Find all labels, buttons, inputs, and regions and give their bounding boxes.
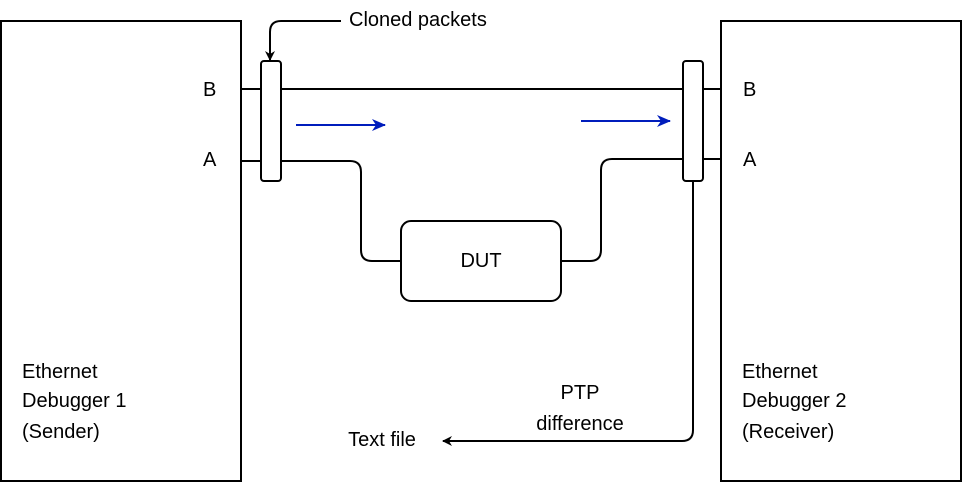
receiver-label-line: Debugger 2 <box>742 390 847 412</box>
link-dut-to-receiver <box>561 158 721 262</box>
sender-box: Ethernet Debugger 1 (Sender) B A <box>0 20 242 482</box>
sender-tap <box>260 60 282 182</box>
sender-port-b: B <box>203 79 216 101</box>
dut-label: DUT <box>460 250 501 272</box>
ptp-label-line: PTP <box>561 382 600 404</box>
ptp-label-line: difference <box>536 413 623 435</box>
link-a-to-dut <box>241 160 401 262</box>
receiver-label-line: Ethernet <box>742 361 818 383</box>
cloned-packets-label: Cloned packets <box>349 9 487 31</box>
sender-label-line: (Sender) <box>22 421 100 443</box>
receiver-tap <box>682 60 704 182</box>
sender-label-line: Debugger 1 <box>22 390 127 412</box>
sender-port-a: A <box>203 149 217 171</box>
sender-label-line: Ethernet <box>22 361 98 383</box>
ptp-output-arrow <box>442 181 694 446</box>
cloned-packets-arrow <box>265 20 341 61</box>
dut-box: DUT <box>400 220 562 302</box>
receiver-port-b: B <box>743 79 756 101</box>
text-file-label: Text file <box>348 429 416 451</box>
receiver-box: Ethernet Debugger 2 (Receiver) B A <box>720 20 962 482</box>
receiver-port-a: A <box>743 149 757 171</box>
receiver-label-line: (Receiver) <box>742 421 834 443</box>
